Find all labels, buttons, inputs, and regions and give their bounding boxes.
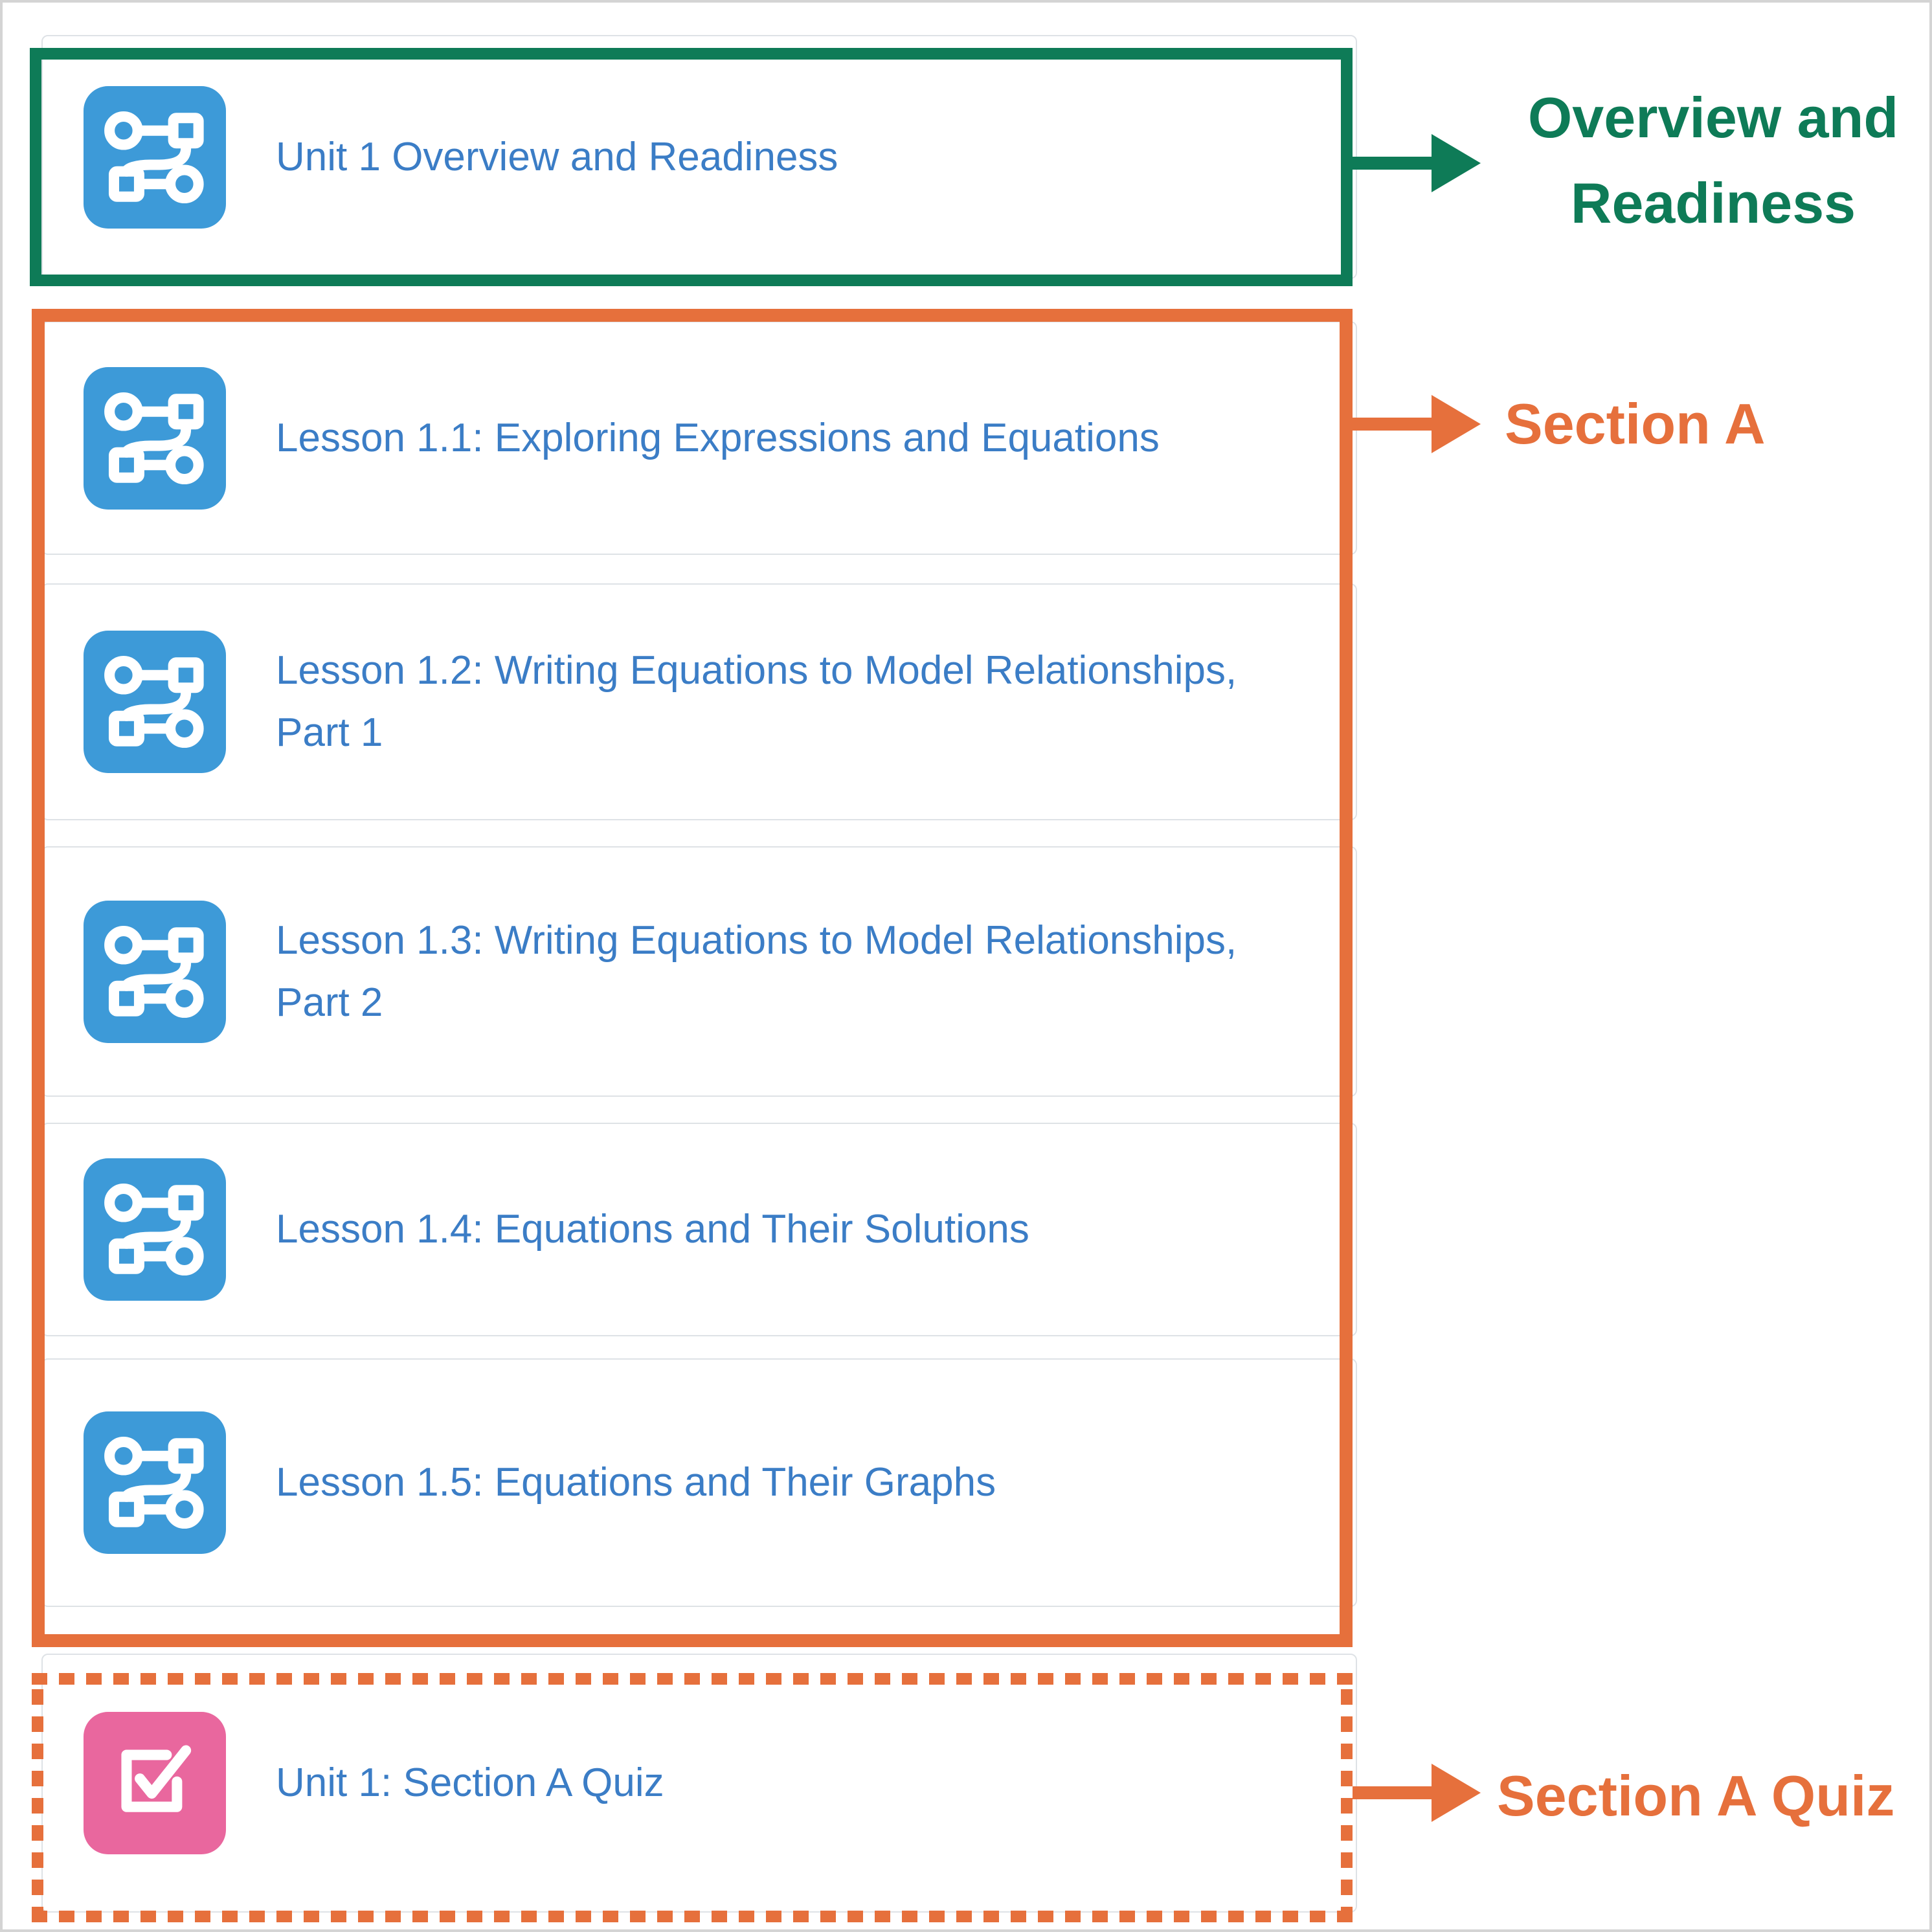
activity-card-lesson-1-2: Lesson 1.2: Writing Equations to Model R…	[41, 583, 1357, 820]
activity-title: Lesson 1.5: Equations and Their Graphs	[276, 1460, 996, 1505]
orange-quiz-arrow-icon	[1353, 1764, 1481, 1822]
section-a-annotation-label: Section A	[1505, 392, 1766, 456]
green-arrow-icon	[1353, 134, 1481, 192]
activity-card-lesson-1-4: Lesson 1.4: Equations and Their Solution…	[41, 1123, 1357, 1336]
activity-title-line-1: Lesson 1.3: Writing Equations to Model R…	[276, 917, 1237, 963]
overview-annotation-label: Overview and Readiness	[1527, 85, 1899, 235]
checkbox-check-icon	[84, 1712, 226, 1854]
activity-card-unit-overview: Unit 1 Overview and Readiness	[41, 35, 1357, 279]
orange-arrow-icon	[1353, 395, 1481, 453]
route-icon	[84, 85, 226, 229]
activity-title-line-2: Part 1	[276, 710, 383, 755]
activity-link-lesson-1-4[interactable]: Lesson 1.4: Equations and Their Solution…	[276, 1198, 1029, 1261]
route-icon	[84, 631, 226, 773]
route-icon	[84, 1158, 226, 1301]
activity-card-lesson-1-1: Lesson 1.1: Exploring Expressions and Eq…	[41, 321, 1357, 555]
activity-link-section-a-quiz[interactable]: Unit 1: Section A Quiz	[276, 1752, 664, 1814]
activity-title: Lesson 1.4: Equations and Their Solution…	[276, 1207, 1029, 1252]
route-icon	[84, 900, 226, 1043]
activity-card-section-a-quiz: Unit 1: Section A Quiz	[41, 1654, 1357, 1913]
activity-link-lesson-1-3[interactable]: Lesson 1.3: Writing Equations to Model R…	[276, 910, 1237, 1034]
activity-title: Unit 1 Overview and Readiness	[276, 134, 838, 179]
activity-title-line-2: Part 2	[276, 980, 383, 1025]
activity-card-lesson-1-5: Lesson 1.5: Equations and Their Graphs	[41, 1358, 1357, 1607]
activity-link-lesson-1-5[interactable]: Lesson 1.5: Equations and Their Graphs	[276, 1452, 996, 1514]
route-icon	[84, 1411, 226, 1554]
activity-title: Lesson 1.1: Exploring Expressions and Eq…	[276, 415, 1160, 460]
section-a-quiz-annotation-label: Section A Quiz	[1497, 1764, 1895, 1828]
activity-link-lesson-1-2[interactable]: Lesson 1.2: Writing Equations to Model R…	[276, 640, 1237, 764]
activity-link-unit-overview[interactable]: Unit 1 Overview and Readiness	[276, 126, 838, 188]
activity-title-line-1: Lesson 1.2: Writing Equations to Model R…	[276, 648, 1237, 693]
route-icon	[84, 366, 226, 510]
activity-link-lesson-1-1[interactable]: Lesson 1.1: Exploring Expressions and Eq…	[276, 407, 1160, 469]
activity-card-lesson-1-3: Lesson 1.3: Writing Equations to Model R…	[41, 846, 1357, 1097]
activity-title: Unit 1: Section A Quiz	[276, 1760, 664, 1805]
